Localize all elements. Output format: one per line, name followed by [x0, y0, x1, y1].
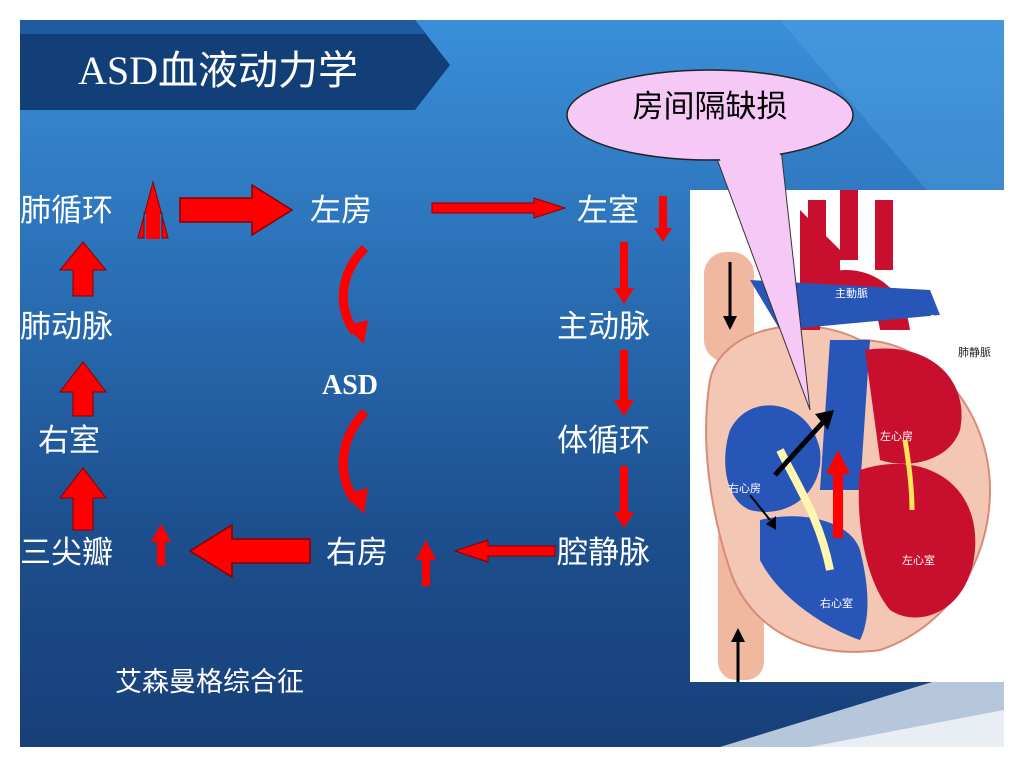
- arrow-to-left-ventricle: [431, 197, 567, 219]
- arrow-to-vena-cava: [614, 466, 634, 528]
- node-tricuspid: 三尖瓣: [20, 535, 113, 571]
- heart-label-aorta: 主動脈: [835, 287, 868, 300]
- node-aorta: 主动脉: [557, 309, 650, 345]
- node-pulmonary-circulation: 肺循环: [20, 193, 113, 229]
- right-atrium-up-arrow: [416, 540, 436, 586]
- callout-text: 房间隔缺损: [632, 89, 788, 125]
- heart-label-pulmonary-vein: 肺静脈: [958, 346, 991, 359]
- left-ventricle-down-arrow: [654, 196, 672, 242]
- eisenmenger-note: 艾森曼格综合征: [115, 667, 304, 698]
- arrow-to-pulmonary-artery: [58, 361, 108, 417]
- node-left-atrium: 左房: [310, 193, 372, 229]
- node-right-atrium: 右房: [326, 535, 388, 571]
- heart-label-right-ventricle: 右心室: [820, 597, 853, 610]
- curved-arrow-upper: [338, 244, 369, 344]
- arrow-to-right-ventricle: [58, 467, 108, 531]
- arrow-to-tricuspid: [188, 523, 311, 579]
- heart-label-left-atrium: 左心房: [880, 430, 913, 443]
- node-pulmonary-artery: 肺动脉: [20, 309, 113, 345]
- curved-arrow-lower: [338, 408, 369, 514]
- arrow-to-left-atrium: [179, 183, 294, 237]
- slide-title: ASD血液动力学: [78, 48, 359, 93]
- flow-arrows: [58, 180, 672, 586]
- heart-label-left-ventricle: 左心室: [902, 554, 935, 567]
- heart-label-pulmonary-artery: 肺動脈: [930, 314, 963, 327]
- callout-bubble: [566, 69, 854, 411]
- arrow-to-aorta: [614, 242, 634, 304]
- node-systemic-circulation: 体循环: [557, 423, 650, 459]
- heart-drawing: [704, 190, 992, 690]
- node-vena-cava: 腔静脉: [557, 535, 650, 571]
- node-right-ventricle: 右室: [38, 423, 100, 459]
- asd-label: ASD: [322, 370, 379, 401]
- pulmonary-circulation-up-arrow: [137, 180, 169, 239]
- title-band: [20, 20, 450, 110]
- heart-illustration: 主動脈 肺動脈 肺静脈 左心房 右心房 左心室 右心室: [690, 190, 1004, 690]
- node-left-ventricle: 左室: [577, 193, 639, 229]
- arrow-to-right-atrium: [453, 539, 556, 563]
- arrow-to-systemic: [614, 350, 634, 416]
- slide: ASD血液动力学: [20, 20, 1004, 747]
- arrow-to-pulmonary-circulation: [58, 241, 108, 297]
- heart-label-right-atrium: 右心房: [728, 482, 761, 495]
- tricuspid-up-arrow: [151, 524, 171, 566]
